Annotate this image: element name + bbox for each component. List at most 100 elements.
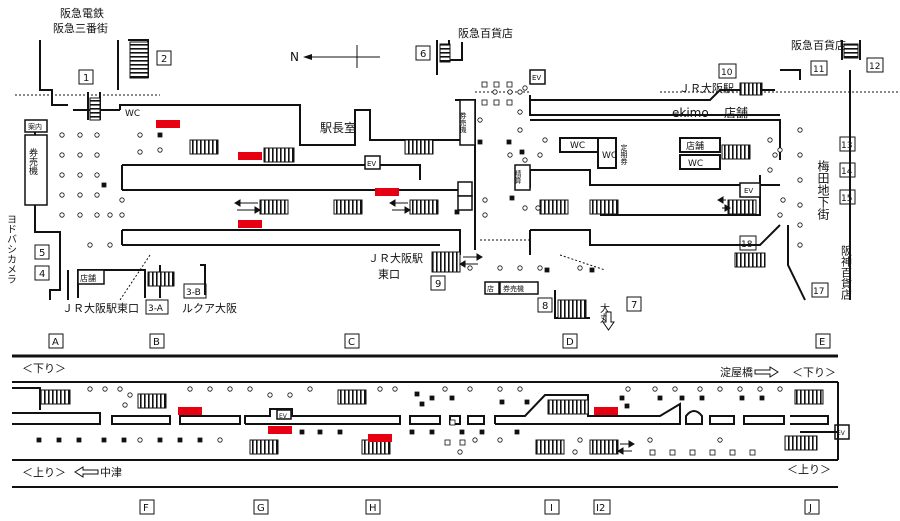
pillar xyxy=(122,402,128,408)
pillar xyxy=(442,386,448,392)
column-B: B xyxy=(153,337,160,348)
pillar xyxy=(514,429,520,435)
pillar xyxy=(454,209,460,215)
north-arrow: N xyxy=(290,45,380,68)
pillar xyxy=(117,386,123,392)
pillar xyxy=(137,437,143,443)
station-master-label: 駅長室 xyxy=(320,120,356,135)
wc-label-2: WC xyxy=(570,141,585,151)
ev-label-1: EV xyxy=(367,160,376,168)
pillar xyxy=(797,222,803,228)
jr-osaka-station-label: ＪＲ大阪駅 xyxy=(679,81,734,95)
pillar xyxy=(542,137,548,143)
pillar xyxy=(227,386,233,392)
column-I2: I2 xyxy=(596,503,605,514)
hankyu-dept-left-label: 阪急百貨店 xyxy=(458,26,513,40)
pillar xyxy=(477,139,483,145)
exit-9: 9 xyxy=(435,279,441,290)
pillar xyxy=(522,85,528,91)
pillar xyxy=(797,242,803,248)
facility-boxes xyxy=(24,69,850,440)
shop-east-label: 店舗 xyxy=(686,140,704,152)
pillar xyxy=(499,399,505,405)
pillar xyxy=(137,132,143,138)
pillar xyxy=(797,202,803,208)
exit-8: 8 xyxy=(542,301,548,312)
pillar xyxy=(689,449,696,456)
pillar xyxy=(479,429,485,435)
pillar xyxy=(482,197,488,203)
shop-bottom-label: 店舗 xyxy=(80,273,96,283)
yodobashi-label: ヨドバシカメラ xyxy=(5,214,17,284)
pillar xyxy=(777,147,783,153)
pillar xyxy=(392,386,398,392)
pillar xyxy=(101,437,107,443)
pillar xyxy=(589,267,595,273)
exit-12: 12 xyxy=(869,62,880,72)
pillar xyxy=(492,89,498,95)
pillar xyxy=(619,395,625,401)
pillar xyxy=(87,386,93,392)
teiki-label: 定期券 xyxy=(620,143,628,166)
pillar xyxy=(672,386,678,392)
red-markers-platform xyxy=(178,407,618,442)
pillar xyxy=(759,395,765,401)
exit-15: 15 xyxy=(841,194,852,204)
wc-label-3: WC xyxy=(602,151,617,161)
yodoyabashi-label: 淀屋橋 xyxy=(720,365,753,379)
pillar xyxy=(137,149,143,155)
pillar xyxy=(409,429,415,435)
pillar xyxy=(59,132,65,138)
pillar xyxy=(537,152,543,158)
pillar xyxy=(94,212,100,218)
pillar xyxy=(517,89,523,95)
ticket-machines-left-label: 券売機 xyxy=(27,147,38,176)
column-D: D xyxy=(566,337,574,348)
hankyu-sanbangai-label: 阪急三番街 xyxy=(53,21,108,35)
pillar xyxy=(102,386,108,392)
pillar xyxy=(94,192,100,198)
pillar xyxy=(287,392,293,398)
pillar xyxy=(217,437,223,443)
pillar xyxy=(524,399,530,405)
exit-17: 17 xyxy=(813,287,824,297)
pillar xyxy=(299,429,305,435)
exit-3a: 3-A xyxy=(148,304,164,314)
ticket-machine-center-label: 券売機 xyxy=(459,111,467,134)
pillar xyxy=(337,429,343,435)
pillar xyxy=(507,152,513,158)
column-G: G xyxy=(257,503,265,514)
pillar xyxy=(506,81,513,88)
pillar xyxy=(497,437,503,443)
column-labels-bottom: F G H I I2 J xyxy=(139,499,820,515)
column-F: F xyxy=(143,503,149,514)
down-right-label: ＜下り＞ xyxy=(792,366,836,379)
pillar xyxy=(157,132,163,138)
pillar xyxy=(467,265,473,271)
stairs-upper xyxy=(89,41,859,319)
pillar xyxy=(419,401,425,407)
pillar xyxy=(247,386,253,392)
pillar xyxy=(207,386,213,392)
exit-4: 4 xyxy=(39,269,45,280)
pillar xyxy=(506,99,513,106)
pillar xyxy=(107,242,113,248)
pillar xyxy=(94,132,100,138)
pillar xyxy=(377,386,383,392)
platform-walls xyxy=(12,381,839,488)
pillar xyxy=(522,157,528,163)
pillar xyxy=(577,265,583,271)
pillar xyxy=(577,437,583,443)
pillar xyxy=(767,167,773,173)
exit-5: 5 xyxy=(39,248,45,259)
pillar xyxy=(699,395,705,401)
pillar xyxy=(77,172,83,178)
pillar xyxy=(429,395,435,401)
pillar xyxy=(94,152,100,158)
hankyu-railway-label: 阪急電鉄 xyxy=(60,6,104,20)
pillar xyxy=(187,386,193,392)
arrow-nakatsu xyxy=(74,466,99,478)
arrow-yodoyabashi xyxy=(754,366,779,378)
exit-6: 6 xyxy=(420,49,426,60)
column-C: C xyxy=(348,337,355,348)
